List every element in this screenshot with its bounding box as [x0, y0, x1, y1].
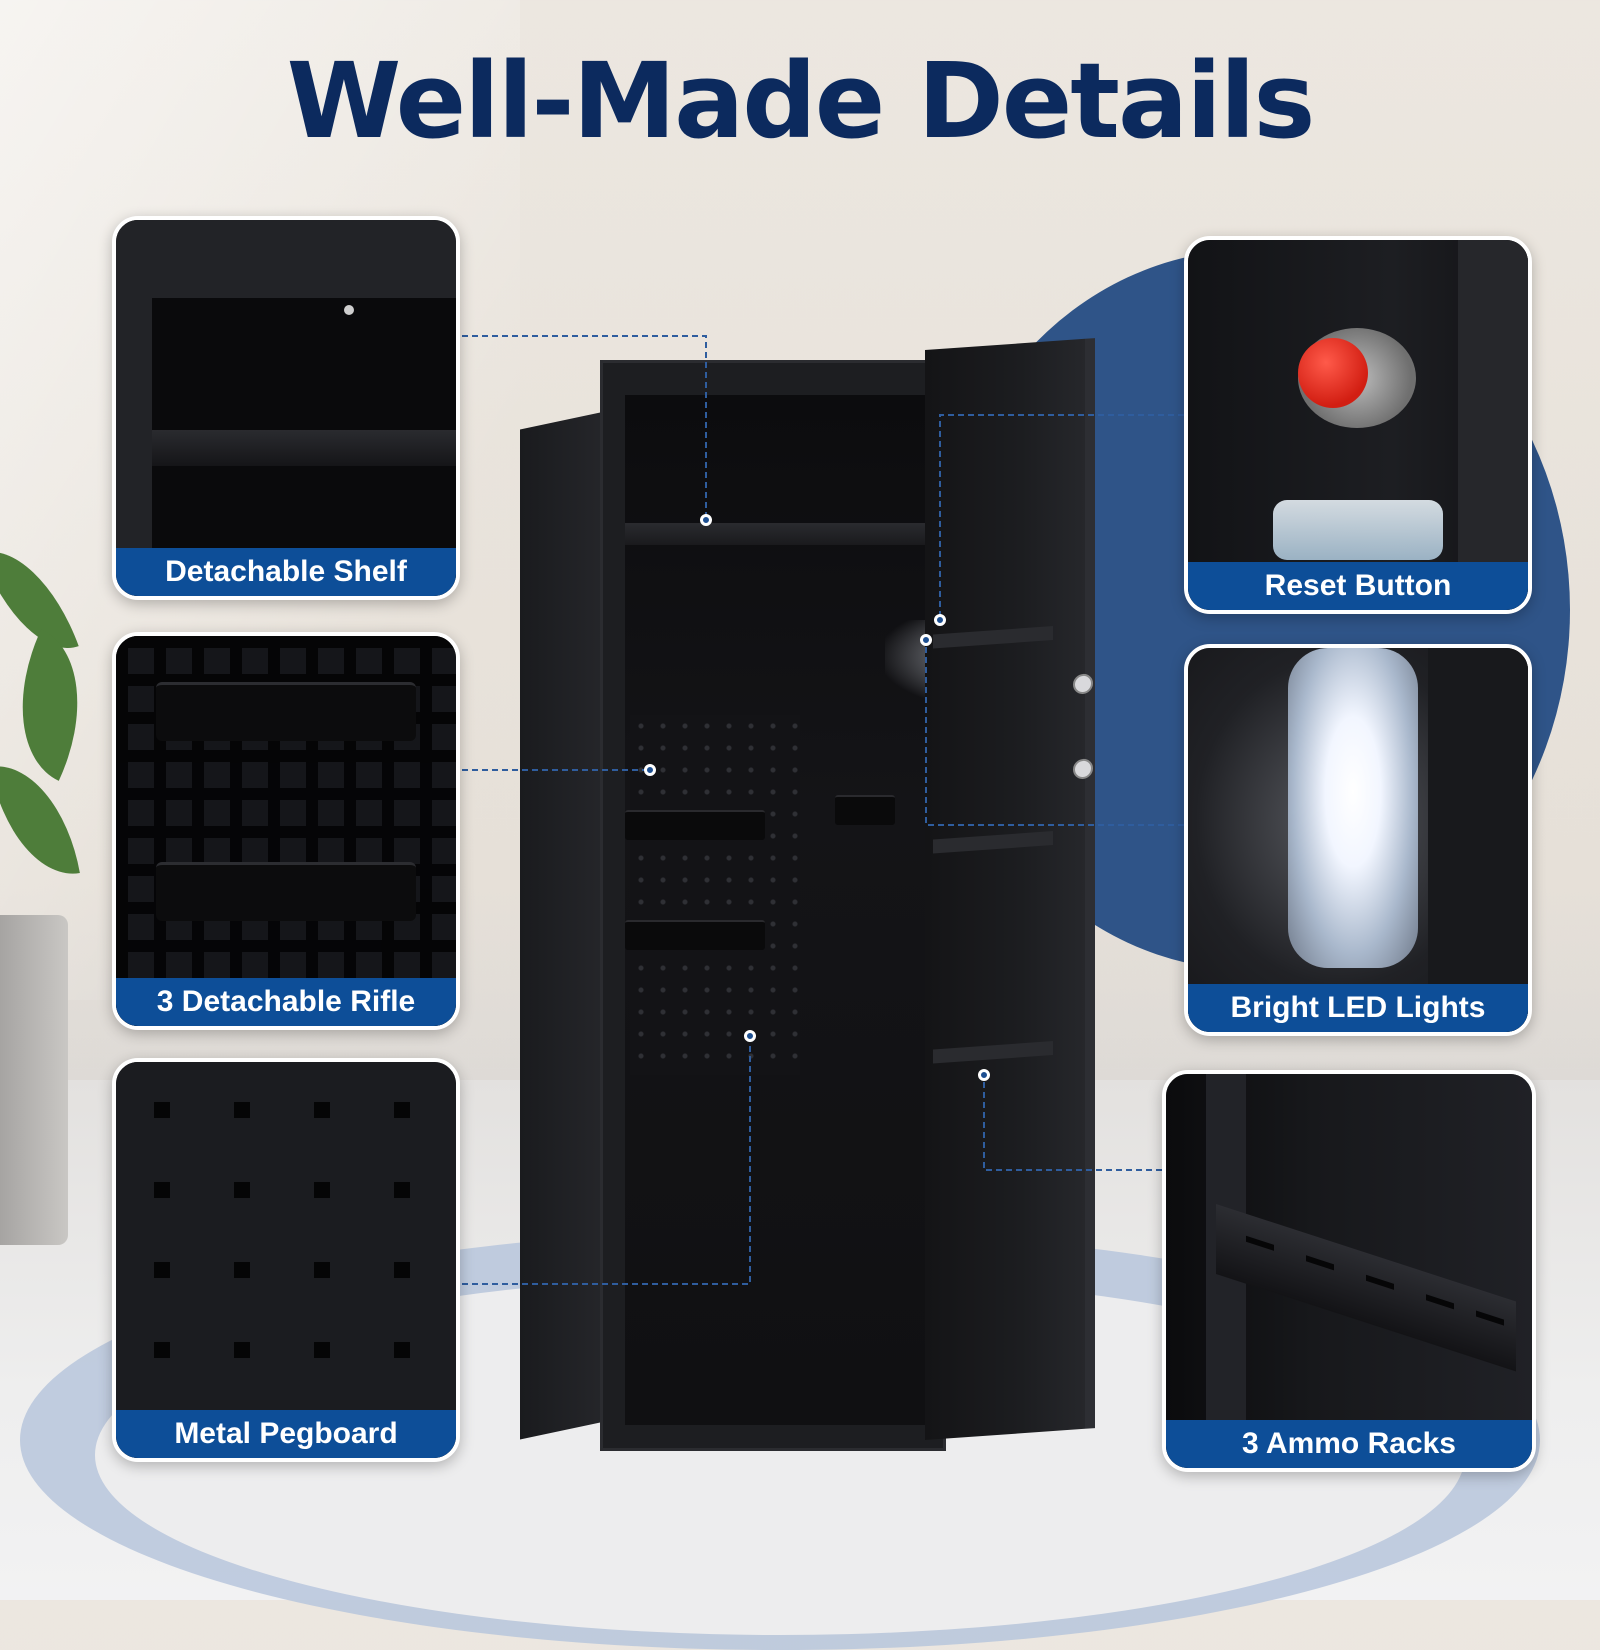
peg-hole — [154, 1182, 170, 1198]
callout-dot-rifle-racks — [644, 764, 656, 776]
callout-dot-pegboard — [744, 1030, 756, 1042]
peg-hole — [154, 1342, 170, 1358]
card-metal-pegboard: Metal Pegboard — [112, 1058, 460, 1462]
safe-side-panel — [520, 410, 612, 1440]
callout-dot-shelf — [700, 514, 712, 526]
ammo-photo — [1166, 1074, 1532, 1468]
led-lens — [1273, 500, 1443, 560]
card-label: Metal Pegboard — [116, 1410, 456, 1458]
safe-body — [600, 360, 1015, 1451]
peg-hole — [394, 1182, 410, 1198]
callout-dot-reset — [934, 614, 946, 626]
pegboard-photo — [116, 1062, 456, 1458]
safe-rifle-rack — [625, 920, 765, 950]
door-hinge — [1073, 673, 1093, 695]
door-ammo-rack — [933, 626, 1053, 649]
plant-pot — [0, 915, 68, 1245]
page-title: Well-Made Details — [286, 40, 1316, 162]
safe-rifle-rack — [835, 795, 895, 825]
rifle-rack — [156, 862, 416, 921]
door-edge — [1428, 648, 1528, 1032]
card-led-lights: Bright LED Lights — [1184, 644, 1532, 1036]
safe-interior — [625, 395, 1015, 1425]
peg-hole — [314, 1182, 330, 1198]
peg-hole — [314, 1262, 330, 1278]
card-label: Reset Button — [1188, 562, 1528, 610]
peg-hole — [314, 1102, 330, 1118]
ammo-slot — [1366, 1274, 1394, 1290]
door-ammo-rack — [933, 1041, 1053, 1064]
door-edge — [1458, 240, 1528, 610]
rifle-racks-photo — [116, 636, 456, 1026]
shelf-plank — [152, 430, 456, 466]
reset-photo — [1188, 240, 1528, 610]
callout-dot-led — [920, 634, 932, 646]
gun-safe — [510, 338, 1100, 1451]
door-ammo-rack — [933, 831, 1053, 854]
safe-shelf — [625, 523, 925, 545]
ammo-slot — [1426, 1294, 1454, 1310]
peg-hole — [234, 1262, 250, 1278]
safe-rifle-rack — [625, 810, 765, 840]
peg-hole — [394, 1102, 410, 1118]
card-detachable-shelf: Detachable Shelf — [112, 216, 460, 600]
led-light — [1288, 648, 1418, 968]
ammo-slot — [1476, 1310, 1504, 1326]
ammo-slot — [1246, 1235, 1274, 1251]
peg-hole — [314, 1342, 330, 1358]
shelf-photo — [116, 220, 456, 596]
card-reset-button: Reset Button — [1184, 236, 1532, 614]
door-hinge — [1073, 758, 1093, 780]
led-photo — [1188, 648, 1528, 1032]
reset-button — [1298, 338, 1368, 408]
safe-pegboard — [630, 715, 800, 1075]
safe-door — [925, 338, 1095, 1440]
shelf-pin-hole — [344, 305, 354, 315]
ammo-slot — [1306, 1255, 1334, 1271]
card-ammo-racks: 3 Ammo Racks — [1162, 1070, 1536, 1472]
peg-hole — [234, 1182, 250, 1198]
card-label: Detachable Shelf — [116, 548, 456, 596]
card-label: 3 Ammo Racks — [1166, 1420, 1532, 1468]
card-label: 3 Detachable Rifle Racks — [116, 978, 456, 1026]
peg-hole — [394, 1262, 410, 1278]
peg-hole — [154, 1102, 170, 1118]
peg-hole — [234, 1102, 250, 1118]
peg-hole — [394, 1342, 410, 1358]
rifle-rack — [156, 682, 416, 741]
card-label: Bright LED Lights — [1188, 984, 1528, 1032]
card-rifle-racks: 3 Detachable Rifle Racks — [112, 632, 460, 1030]
callout-dot-ammo — [978, 1069, 990, 1081]
peg-hole — [234, 1342, 250, 1358]
peg-hole — [154, 1262, 170, 1278]
